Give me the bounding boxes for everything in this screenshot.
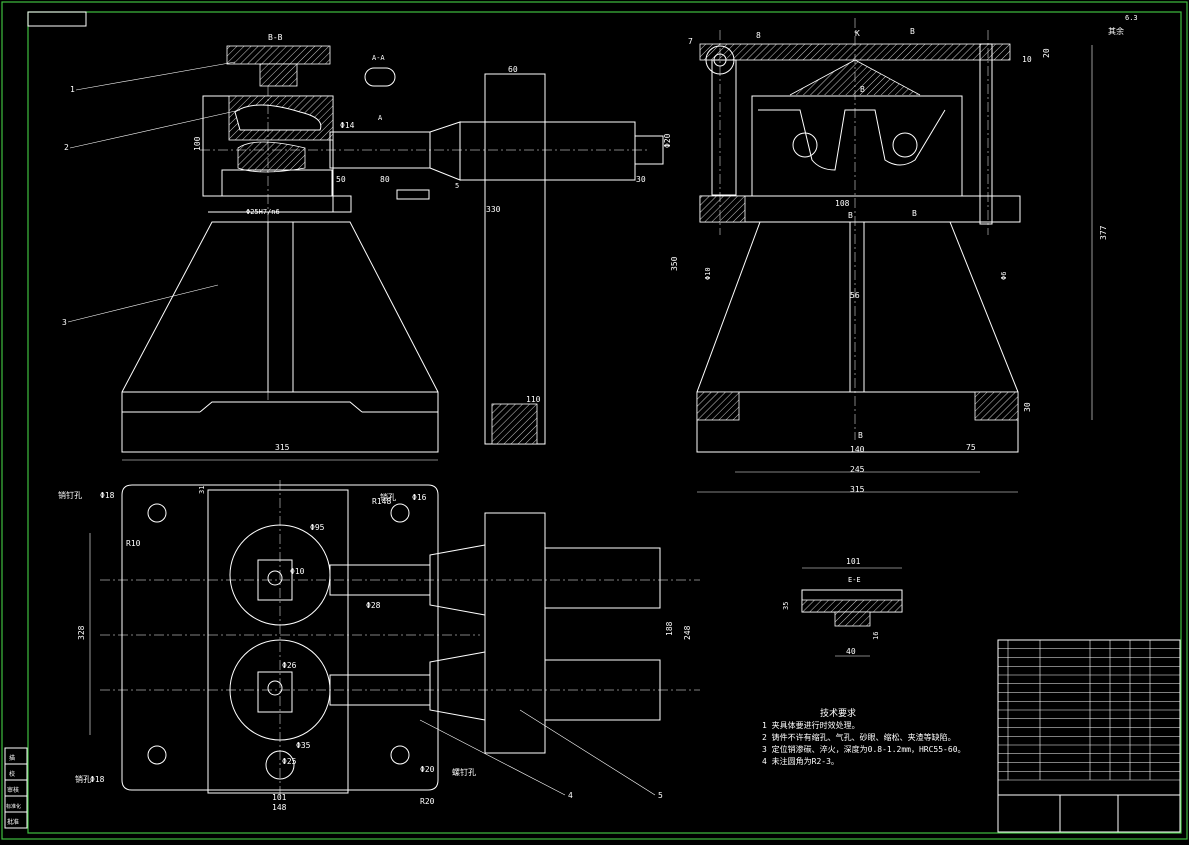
dim-phi18-top: Φ18 (100, 491, 115, 500)
section-aa-label: A-A (372, 54, 385, 62)
side-label-block: 描 校 审核 标准化 批准 (4, 747, 28, 829)
dim-50: 50 (336, 175, 346, 184)
dim-30-right: 30 (1023, 402, 1032, 412)
dim-r10: R10 (126, 539, 141, 548)
section-ee-label: E-E (848, 576, 861, 584)
label-b-4: B (912, 209, 917, 218)
dim-phi95: Φ95 (310, 523, 325, 532)
part-callouts-left: 1 2 3 (62, 61, 241, 327)
callout-7: 7 (688, 37, 693, 46)
dim-248: 248 (683, 625, 692, 640)
tech-item-3: 3 定位销渗碳、淬火，深度为0.8-1.2mm，HRC55-60。 (762, 744, 966, 754)
label-b-2: B (860, 85, 865, 94)
side-label-1: 描 (9, 754, 15, 762)
title-block (997, 639, 1181, 833)
dim-fit: Φ25H7/n6 (246, 208, 280, 216)
note-screw-hole: 螺钉孔 (452, 767, 476, 777)
dim-330: 330 (486, 205, 501, 214)
detail-view-ee: E-E 101 40 16 35 (782, 557, 903, 657)
plan-view: 328 101 148 188 248 Φ16 Φ18 Φ18 Φ20 Φ25 … (58, 480, 700, 812)
section-bb-label: B-B (268, 33, 283, 42)
dim-108: 108 (835, 199, 850, 208)
label-k: K (855, 29, 860, 38)
label-b-3: B (848, 211, 853, 220)
front-view-left: 315 100 60 80 330 350 30 110 50 Φ14 Φ20 … (121, 33, 679, 461)
dim-phi18-bottom: Φ18 (90, 775, 105, 784)
dim-148: 148 (272, 803, 287, 812)
side-label-2: 校 (9, 770, 15, 778)
dim-35-detail: 35 (782, 602, 790, 610)
dim-5: 5 (455, 182, 459, 190)
dim-75: 75 (966, 443, 976, 452)
dim-phi20: Φ20 (663, 133, 672, 148)
dim-101-plan: 101 (272, 793, 287, 802)
dim-30: 30 (636, 175, 646, 184)
side-view-right: 377 108 56 140 245 315 75 30 10 20 Φ10 Φ… (688, 14, 1138, 494)
roughness-rest: 其余 (1108, 26, 1124, 36)
dim-10: 10 (1022, 55, 1032, 64)
side-label-4: 标准化 (6, 803, 21, 810)
dim-r20: R20 (420, 797, 435, 806)
label-b-1: B (910, 27, 915, 36)
dim-phi20-plan: Φ20 (420, 765, 435, 774)
note-pin-hole-top: 销钉孔 (58, 490, 82, 500)
dim-phi10-right: Φ10 (704, 267, 712, 280)
dim-245: 245 (850, 465, 865, 474)
dim-40-detail: 40 (846, 647, 856, 656)
dim-phi26: Φ26 (282, 661, 297, 670)
tech-title: 技术要求 (820, 707, 856, 719)
callout-3: 3 (62, 318, 67, 327)
dim-188: 188 (665, 621, 674, 636)
label-b-5: B (858, 431, 863, 440)
dim-phi16: Φ16 (412, 493, 427, 502)
dim-377: 377 (1099, 225, 1108, 240)
dim-31: 31 (198, 486, 206, 494)
dim-350: 350 (670, 256, 679, 271)
dim-16-detail: 16 (872, 632, 880, 640)
dim-100: 100 (193, 136, 202, 151)
tech-item-1: 1 夹具体要进行时效处理。 (762, 720, 860, 730)
dim-328: 328 (77, 625, 86, 640)
note-pin-hole-bottom: 销孔 (75, 774, 91, 784)
dim-140: 140 (850, 445, 865, 454)
dim-110: 110 (526, 395, 541, 404)
dim-80: 80 (380, 175, 390, 184)
dim-phi35: Φ35 (296, 741, 311, 750)
note-pin-hole-right: 销孔 (380, 492, 396, 502)
dim-56: 56 (850, 291, 860, 300)
dim-r148: R148 (372, 497, 391, 506)
dim-phi14: Φ14 (340, 121, 355, 130)
tech-item-4: 4 未注圆角为R2-3。 (762, 756, 839, 766)
dim-60: 60 (508, 65, 518, 74)
callout-5: 5 (658, 791, 663, 800)
dim-101-detail: 101 (846, 557, 861, 566)
side-label-5: 批准 (7, 818, 19, 826)
dim-phi28: Φ28 (366, 601, 381, 610)
dim-315-right: 315 (850, 485, 865, 494)
callout-8: 8 (756, 31, 761, 40)
technical-requirements: 技术要求 1 夹具体要进行时效处理。 2 铸件不许有缩孔、气孔、砂眼、缩松、夹渣… (762, 707, 966, 766)
side-label-3: 审核 (7, 786, 19, 794)
dim-phi10-plan: Φ10 (290, 567, 305, 576)
callout-4: 4 (568, 791, 573, 800)
roughness-main: 6.3 (1125, 14, 1138, 22)
dim-20: 20 (1042, 48, 1051, 58)
tech-item-2: 2 铸件不许有缩孔、气孔、砂眼、缩松、夹渣等缺陷。 (762, 732, 956, 742)
dim-phi6: Φ6 (1000, 272, 1008, 280)
callout-2: 2 (64, 143, 69, 152)
dim-315-left: 315 (275, 443, 290, 452)
label-a: A (378, 114, 383, 122)
callout-1: 1 (70, 85, 75, 94)
dim-phi25: Φ25 (282, 757, 297, 766)
